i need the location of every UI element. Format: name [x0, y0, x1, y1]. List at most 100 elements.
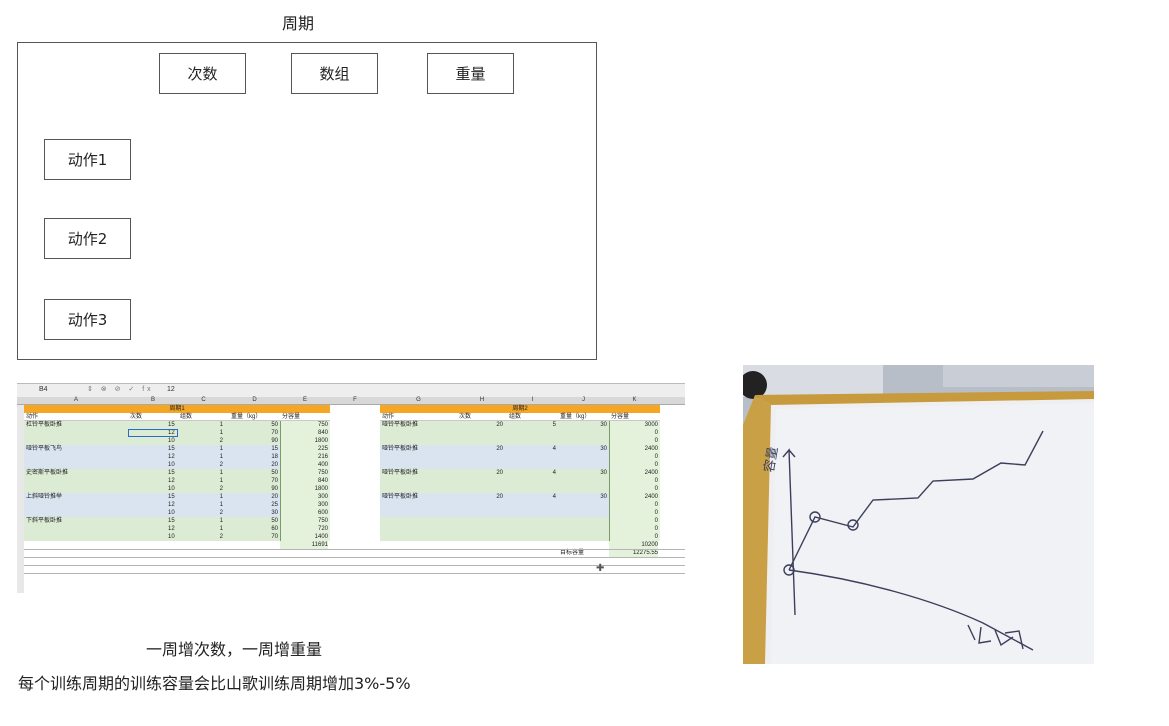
cell-sets[interactable]: 1: [219, 430, 223, 436]
cell-reps[interactable]: 20: [496, 470, 503, 476]
cell-sets[interactable]: 1: [219, 518, 223, 524]
col-header-d[interactable]: D: [252, 397, 257, 403]
target-volume-value[interactable]: 12275.55: [609, 549, 658, 557]
cell-sets[interactable]: 2: [219, 486, 223, 492]
cell-volume[interactable]: 300: [317, 494, 328, 500]
cell-sets[interactable]: 1: [219, 526, 223, 532]
cell-reps[interactable]: 12: [168, 430, 175, 436]
cell-volume[interactable]: 2400: [644, 470, 658, 476]
cell-volume[interactable]: 216: [317, 454, 328, 460]
cell-weight[interactable]: 70: [271, 430, 278, 436]
col-header-i[interactable]: I: [531, 397, 534, 403]
col-header-k[interactable]: K: [632, 397, 637, 403]
exercise-name[interactable]: 哑铃平板卧推: [382, 422, 419, 428]
cell-weight[interactable]: 30: [600, 470, 607, 476]
cell-volume[interactable]: 0: [654, 518, 658, 524]
cell-volume[interactable]: 840: [317, 430, 328, 436]
cell-sets[interactable]: 2: [219, 534, 223, 540]
exercise-name[interactable]: 哑铃平板飞鸟: [26, 446, 63, 452]
cell-weight[interactable]: 25: [271, 502, 278, 508]
cell-volume[interactable]: 720: [317, 526, 328, 532]
cell-weight[interactable]: 50: [271, 470, 278, 476]
cell-weight[interactable]: 30: [600, 494, 607, 500]
col-header-g[interactable]: G: [416, 397, 421, 403]
cell-volume[interactable]: 1800: [314, 438, 328, 444]
cell-weight[interactable]: 30: [600, 446, 607, 452]
cell-reps[interactable]: 10: [168, 510, 175, 516]
cell-volume[interactable]: 0: [654, 534, 658, 540]
cell-volume[interactable]: 0: [654, 454, 658, 460]
cell-reps[interactable]: 15: [168, 422, 175, 428]
cell-weight[interactable]: 70: [271, 534, 278, 540]
cell-volume[interactable]: 0: [654, 502, 658, 508]
cell-volume[interactable]: 0: [654, 430, 658, 436]
cell-volume[interactable]: 2400: [644, 494, 658, 500]
cell-weight[interactable]: 90: [271, 438, 278, 444]
cell-reps[interactable]: 12: [168, 526, 175, 532]
selected-cell[interactable]: [128, 429, 178, 437]
cell-volume[interactable]: 0: [654, 462, 658, 468]
cell-weight[interactable]: 90: [271, 486, 278, 492]
cell-volume[interactable]: 3000: [644, 422, 658, 428]
cell-volume[interactable]: 840: [317, 478, 328, 484]
cell-volume[interactable]: 0: [654, 438, 658, 444]
cell-sets[interactable]: 5: [552, 422, 556, 428]
cell-sets[interactable]: 2: [219, 462, 223, 468]
exercise-name[interactable]: 哑铃平板卧推: [382, 470, 419, 476]
cell-sets[interactable]: 1: [219, 422, 223, 428]
cell-volume[interactable]: 750: [317, 518, 328, 524]
cell-sets[interactable]: 4: [552, 494, 556, 500]
cell-weight[interactable]: 50: [271, 518, 278, 524]
exercise-name[interactable]: 下斜平板卧推: [26, 518, 63, 524]
cell-volume[interactable]: 400: [317, 462, 328, 468]
exercise-name[interactable]: 哑铃平板卧推: [382, 494, 419, 500]
cell-volume[interactable]: 600: [317, 510, 328, 516]
col-header-f[interactable]: F: [353, 397, 357, 403]
cell-reps[interactable]: 12: [168, 454, 175, 460]
exercise-name[interactable]: 杠铃平板卧推: [26, 422, 63, 428]
cell-reps[interactable]: 10: [168, 534, 175, 540]
formula-input[interactable]: 12: [167, 386, 175, 393]
cell-reps[interactable]: 10: [168, 462, 175, 468]
exercise-name[interactable]: 哑铃平板卧推: [382, 446, 419, 452]
cell-reps[interactable]: 10: [168, 438, 175, 444]
cell-volume[interactable]: 300: [317, 502, 328, 508]
cell-reps[interactable]: 12: [168, 502, 175, 508]
col-header-h[interactable]: H: [479, 397, 485, 403]
cell-reps[interactable]: 15: [168, 446, 175, 452]
cell-weight[interactable]: 60: [271, 526, 278, 532]
cell-reps[interactable]: 10: [168, 486, 175, 492]
col-header-c[interactable]: C: [201, 397, 206, 403]
cell-volume[interactable]: 1800: [314, 486, 328, 492]
cell-weight[interactable]: 15: [271, 446, 278, 452]
cell-sets[interactable]: 1: [219, 454, 223, 460]
cell-volume[interactable]: 750: [317, 422, 328, 428]
cell-sets[interactable]: 1: [219, 494, 223, 500]
cell-volume[interactable]: 0: [654, 526, 658, 532]
cell-reps[interactable]: 15: [168, 518, 175, 524]
cell-weight[interactable]: 20: [271, 462, 278, 468]
col-header-j[interactable]: J: [582, 397, 585, 403]
cell-sets[interactable]: 1: [219, 478, 223, 484]
exercise-name[interactable]: 上斜哑铃推举: [26, 494, 63, 500]
col-header-b[interactable]: B: [150, 397, 155, 403]
cell-sets[interactable]: 2: [219, 438, 223, 444]
cell-sets[interactable]: [507, 517, 556, 525]
cell-volume[interactable]: 225: [317, 446, 328, 452]
cell-volume[interactable]: 1400: [314, 534, 328, 540]
cell-weight[interactable]: 30: [600, 422, 607, 428]
cell-reps[interactable]: 15: [168, 494, 175, 500]
cell-volume[interactable]: 0: [654, 478, 658, 484]
col-header-e[interactable]: E: [302, 397, 307, 403]
cell-reps[interactable]: [457, 517, 503, 525]
cell-sets[interactable]: 4: [552, 470, 556, 476]
cell-weight[interactable]: [558, 517, 607, 525]
cell-volume[interactable]: 2400: [644, 446, 658, 452]
cell-volume[interactable]: 750: [317, 470, 328, 476]
cell-weight[interactable]: 50: [271, 422, 278, 428]
cell-reps[interactable]: 12: [168, 478, 175, 484]
cell-weight[interactable]: 30: [271, 510, 278, 516]
cell-reps[interactable]: 20: [496, 422, 503, 428]
exercise-name[interactable]: 史密斯平板卧推: [26, 470, 69, 476]
cell-sets[interactable]: 1: [219, 502, 223, 508]
